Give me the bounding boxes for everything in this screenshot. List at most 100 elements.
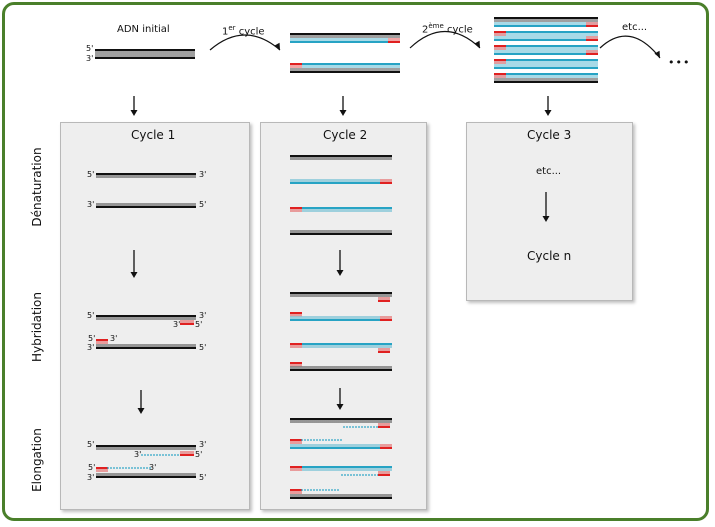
c1-el-new-2-dot bbox=[122, 467, 124, 469]
c2-hyb-1-bases bbox=[290, 293, 392, 297]
c2-el-2-new-dot bbox=[322, 439, 324, 441]
c1-arrow-b-head bbox=[137, 408, 145, 414]
c2-el-4-new-dot bbox=[334, 489, 336, 491]
c1-el-new-2-dot bbox=[107, 467, 109, 469]
c1-el-new-1-dot bbox=[150, 454, 152, 456]
c1-el-new-2-dot bbox=[143, 467, 145, 469]
c2-el-1-new-dot bbox=[355, 426, 357, 428]
c1-el-new-2-dot bbox=[146, 467, 148, 469]
end-label: 5' bbox=[87, 170, 95, 179]
down-arrow-2-head bbox=[339, 110, 347, 116]
c2-hyb-2-p-bases bbox=[290, 313, 302, 317]
c2-el-4-new-dot bbox=[325, 489, 327, 491]
end-label: 3' bbox=[87, 343, 95, 352]
c1-hyb-primer-2-bases bbox=[96, 340, 108, 344]
c2-el-2-p-bases bbox=[290, 440, 302, 444]
c2-el-1-new-dot bbox=[349, 426, 351, 428]
c2-out-3-p2-bases bbox=[586, 50, 598, 54]
c2-el-1-new-dot bbox=[343, 426, 345, 428]
end-label: 3' bbox=[199, 170, 207, 179]
end-label: 5' bbox=[87, 440, 95, 449]
c1-el-new-2-dot bbox=[110, 467, 112, 469]
c1-el-new-2-dot bbox=[125, 467, 127, 469]
c2-el-1-new-dot bbox=[370, 426, 372, 428]
c1-el-new-2-dot bbox=[149, 467, 151, 469]
c2-el-2-new-dot bbox=[337, 439, 339, 441]
c1-out-b-primer-bases bbox=[388, 38, 400, 42]
c2-el-4-new-dot bbox=[304, 489, 306, 491]
c2-el-1-new-dot bbox=[367, 426, 369, 428]
end-label: 5' bbox=[87, 311, 95, 320]
c2-hyb-2-p2-bases bbox=[380, 316, 392, 320]
c1-el-new-1-dot bbox=[165, 454, 167, 456]
c2-out-5-bottom-bases bbox=[494, 78, 598, 82]
c1-el-new-2-dot bbox=[116, 467, 118, 469]
c2-el-3-new-dot bbox=[356, 474, 358, 476]
end-label: 3' bbox=[199, 311, 207, 320]
cycle1-arrow-head bbox=[274, 42, 280, 50]
c1-hyb-primer-1-bases bbox=[180, 320, 194, 324]
c2-hyb-3-p2-bases bbox=[378, 348, 390, 352]
c2-el-1-new-dot bbox=[376, 426, 378, 428]
end-label: 5' bbox=[88, 463, 96, 472]
c1-el-new-2-dot bbox=[119, 467, 121, 469]
step-elongation-label: Elongation bbox=[30, 428, 44, 492]
c1-el-new-1-dot bbox=[156, 454, 158, 456]
c2-out-1-top-bases bbox=[494, 18, 598, 22]
cycle2-arrow-label: 2ème cycle bbox=[422, 22, 473, 36]
c2-el-2-new-dot bbox=[301, 439, 303, 441]
end-label: 5' bbox=[195, 320, 203, 329]
c2-el-1-new-dot bbox=[358, 426, 360, 428]
end-label: 3' bbox=[87, 200, 95, 209]
c2-el-3-new-dot bbox=[359, 474, 361, 476]
c2-el-3-new-dot bbox=[365, 474, 367, 476]
c2-out-4-p-bases bbox=[494, 60, 506, 64]
c1-el-new-1-dot bbox=[171, 454, 173, 456]
end-label: 5' bbox=[199, 200, 207, 209]
c2-el-2-p2-bases bbox=[380, 444, 392, 448]
initial-dna-bottom-bases bbox=[95, 54, 195, 58]
c2-el-4-new-dot bbox=[316, 489, 318, 491]
c1-arrow-a-head bbox=[130, 272, 138, 278]
end-label: 5' bbox=[88, 334, 96, 343]
c1-el-top-bases bbox=[96, 446, 196, 450]
cycle2-title: Cycle 2 bbox=[323, 128, 368, 142]
c2-el-1-new-dot bbox=[373, 426, 375, 428]
c2-el-3-new-dot bbox=[371, 474, 373, 476]
ellipsis-dots: ••• bbox=[668, 56, 691, 69]
c1-den-top-bases bbox=[96, 174, 196, 178]
c2-hyb-4-p-bases bbox=[290, 363, 302, 367]
end-label: 5' bbox=[195, 450, 203, 459]
c2-den-1-bases bbox=[290, 156, 392, 160]
c2-el-4-bases bbox=[290, 494, 392, 498]
c2-out-5-p-bases bbox=[494, 74, 506, 78]
cycle3-title: Cycle 3 bbox=[527, 128, 572, 142]
c2-el-4-new-dot bbox=[322, 489, 324, 491]
c1-el-new-1-dot bbox=[144, 454, 146, 456]
cycle2-arrow-head bbox=[474, 40, 480, 48]
c2-el-2-new-dot bbox=[319, 439, 321, 441]
c2-el-2-new-dot bbox=[304, 439, 306, 441]
end-label: 5' bbox=[199, 473, 207, 482]
c2-el-4-new-dot bbox=[307, 489, 309, 491]
end-label: 3' bbox=[199, 440, 207, 449]
c2-arrow-a-head bbox=[336, 270, 344, 276]
c2-el-4-new-dot bbox=[313, 489, 315, 491]
c2-el-4-new-dot bbox=[301, 489, 303, 491]
c2-el-3-new-dot bbox=[341, 474, 343, 476]
cycle2-arrow bbox=[409, 30, 481, 49]
c2-out-2-p-bases bbox=[494, 32, 506, 36]
c2-el-2-new-dot bbox=[331, 439, 333, 441]
c2-el-3-new-dot bbox=[347, 474, 349, 476]
c2-el-1-p-bases bbox=[378, 423, 390, 427]
c1-el-new-1-dot bbox=[162, 454, 164, 456]
c2-out-4-bottom-bases bbox=[494, 64, 598, 68]
down-arrow-3-head bbox=[544, 110, 552, 116]
cycle3-panel bbox=[466, 122, 633, 301]
c2-el-2-new-dot bbox=[316, 439, 318, 441]
c2-el-1-new-dot bbox=[346, 426, 348, 428]
c2-den-2-bases bbox=[290, 179, 380, 183]
c1-el-new-2-dot bbox=[137, 467, 139, 469]
end-label: 3' bbox=[87, 473, 95, 482]
c1-out-b-bases bbox=[290, 38, 388, 42]
